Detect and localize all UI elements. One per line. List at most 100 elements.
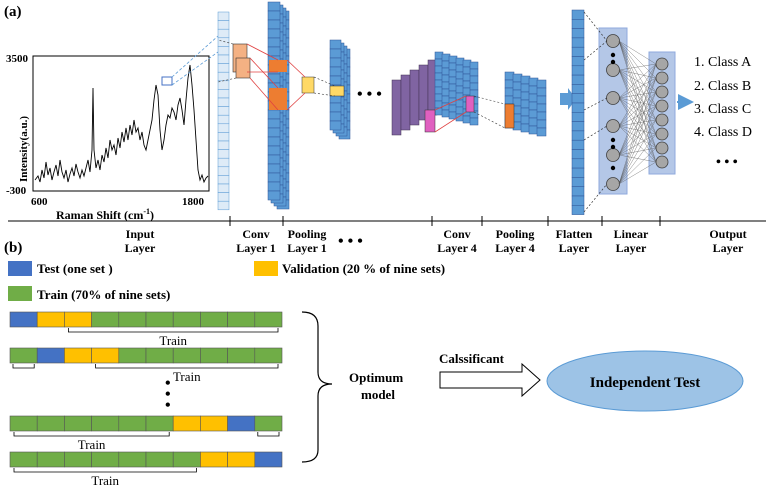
- kernel-line: [249, 77, 279, 111]
- pool4-cell: [536, 119, 547, 129]
- kernel-line: [217, 77, 237, 83]
- linear-dot: [610, 144, 616, 150]
- conv4-cell: [469, 68, 479, 77]
- input-cell: [217, 132, 230, 142]
- fold-row: Train: [9, 415, 283, 452]
- fold-cell-train: [36, 451, 65, 468]
- pool1-cell: [329, 66, 342, 77]
- pool4-cell: [512, 97, 523, 107]
- train-bracket: [13, 468, 197, 473]
- pool4-cell: [536, 127, 547, 137]
- layer-label-line2: Layer 1: [236, 241, 275, 255]
- layer-label-line1: Output: [709, 227, 746, 241]
- fold-cell-train: [145, 451, 174, 468]
- pool4-cell: [520, 123, 531, 133]
- fold-row: Train: [9, 311, 283, 348]
- fold-cell-train: [200, 311, 228, 328]
- layer-label-line1: Conv: [443, 227, 470, 241]
- pool4-cell: [512, 81, 523, 91]
- fold-cell-val: [36, 311, 65, 328]
- legend-train-label: Train (70% of nine sets): [37, 287, 170, 302]
- dense-line: [618, 63, 657, 185]
- pool-line: [473, 111, 506, 129]
- conv4-pink-cell: [424, 109, 436, 133]
- linear-node: [606, 119, 620, 133]
- conv-layer-4-stack: [391, 51, 479, 136]
- pool4-cell: [504, 95, 515, 105]
- dense-line: [618, 69, 657, 79]
- conv1-cell: [267, 1, 281, 12]
- linear-layer-nodes: [606, 34, 620, 191]
- conv4-cell: [469, 75, 479, 84]
- fold-cell-train: [254, 415, 283, 432]
- linear-node: [606, 148, 620, 162]
- layer-label-line2: Layer 4: [437, 241, 476, 255]
- pool4-cell: [512, 89, 523, 99]
- y-axis-label: Intensity(a.u.): [18, 116, 30, 182]
- conv1-orange-cell: [269, 60, 287, 72]
- input-cell: [217, 140, 230, 150]
- optimum-model-line2: model: [361, 387, 395, 402]
- conv1-cell: [267, 163, 281, 174]
- panel-a-label: (a): [4, 4, 22, 20]
- kernel-line: [434, 111, 467, 133]
- fold-ellipsis: •: [165, 375, 171, 392]
- fold-row: Train: [9, 347, 283, 384]
- linear-node: [606, 34, 620, 48]
- spectrum-zoom-box: [161, 76, 173, 86]
- fold-cell-train: [91, 451, 120, 468]
- fold-cell-test: [36, 347, 65, 364]
- flatten-cell: [571, 93, 585, 104]
- dense-line: [618, 40, 657, 163]
- plot-frame: [32, 55, 210, 192]
- fold-cell-val: [172, 415, 201, 432]
- fold-cell-train: [227, 311, 256, 328]
- dense-line: [618, 63, 657, 71]
- flatten-cell: [571, 130, 585, 141]
- dense-line: [618, 119, 657, 156]
- kernel-line: [249, 57, 279, 89]
- fold-cell-train: [36, 415, 65, 432]
- dense-line: [618, 77, 657, 156]
- conv1-cell: [267, 28, 281, 39]
- independent-test-ellipse: [546, 350, 744, 412]
- flatten-cell: [571, 167, 585, 178]
- class-d-label: 4. Class D: [694, 125, 752, 140]
- input-cell: [217, 37, 230, 47]
- dense-line: [618, 40, 657, 121]
- connector-line: [171, 51, 219, 86]
- linear-node: [606, 91, 620, 105]
- dense-line: [618, 125, 657, 135]
- conv1-cell: [267, 46, 281, 57]
- flatten-connections: [583, 11, 608, 213]
- class-ellipsis: • • •: [716, 155, 738, 170]
- input-cell: [217, 183, 230, 193]
- pool4-cell: [512, 121, 523, 131]
- dense-line: [618, 105, 657, 185]
- dense-line: [618, 154, 657, 163]
- conv4-slice: [391, 79, 402, 136]
- pool4-cell: [528, 77, 539, 87]
- fold-cell-train: [172, 347, 201, 364]
- layer-label-line1: Conv: [242, 227, 269, 241]
- dense-line: [618, 77, 657, 185]
- flatten-cell: [571, 84, 585, 94]
- x-axis-label: Raman Shift (cm-1): [56, 207, 154, 222]
- pool4-cell: [512, 113, 523, 123]
- connector-line: [171, 35, 219, 78]
- dense-line: [618, 161, 657, 185]
- kernel-line: [217, 39, 234, 45]
- conv4-cell: [469, 82, 479, 91]
- legend-test-swatch: [8, 261, 32, 276]
- layer-label-line1: Input: [126, 227, 155, 241]
- dense-line: [618, 40, 657, 135]
- fold-cell-train: [254, 347, 283, 364]
- flatten-line: [583, 40, 608, 61]
- output-node: [655, 141, 669, 155]
- raman-spectrum-plot: 3500 -300 600 1800 Intensity(a.u.) Raman…: [6, 53, 210, 222]
- flatten-line: [583, 125, 608, 141]
- flatten-cell: [571, 65, 585, 76]
- dense-line: [618, 63, 657, 99]
